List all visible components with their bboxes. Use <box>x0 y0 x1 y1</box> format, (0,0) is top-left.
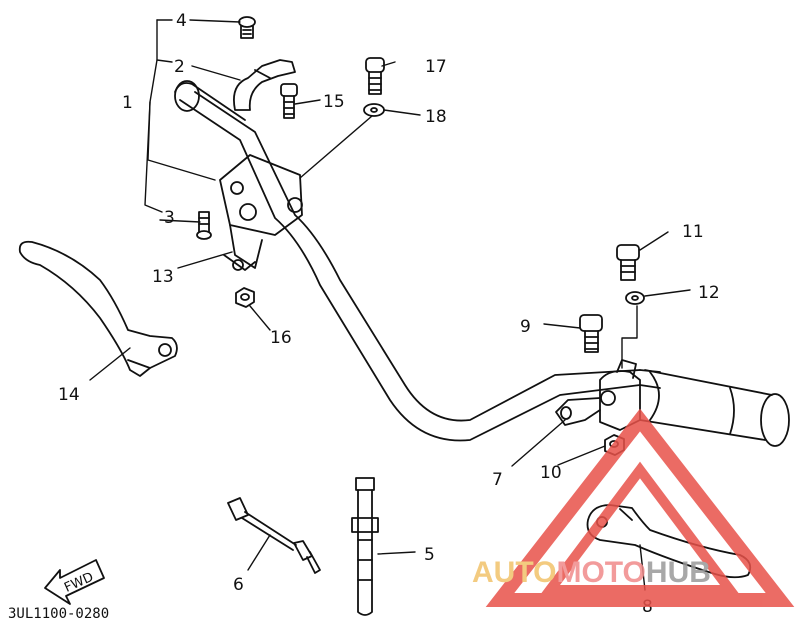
part-number-15: 15 <box>323 92 345 112</box>
part-number-14: 14 <box>58 385 80 405</box>
part-numbers: 4 2 1 3 15 17 18 13 16 14 11 12 9 7 10 5… <box>58 11 720 617</box>
part-number-6: 6 <box>233 575 244 595</box>
diagram-code: 3UL1100-0280 <box>8 606 109 622</box>
clutch-lever-14 <box>18 240 178 377</box>
bolt-11 <box>616 244 640 281</box>
part-number-11: 11 <box>682 222 704 242</box>
washer-18 <box>363 103 385 117</box>
bolt-17 <box>365 57 385 95</box>
watermark-moto: MOTO <box>556 556 645 589</box>
watermark-text: AUTOMOTOHUB <box>472 556 711 589</box>
part-number-1: 1 <box>122 93 133 113</box>
cable-tie-5 <box>351 477 379 616</box>
watermark-triangle-icon <box>485 408 795 607</box>
left-lever-holder <box>219 154 303 271</box>
watermark-auto: AUTO <box>472 556 556 589</box>
part-number-9: 9 <box>520 317 531 337</box>
screw-4 <box>238 16 256 39</box>
bolt-15 <box>280 83 298 119</box>
fwd-arrow <box>44 559 105 605</box>
switch-cable-6 <box>227 497 321 574</box>
watermark-hub: HUB <box>646 556 711 589</box>
part-number-7: 7 <box>492 470 503 490</box>
bolt-9 <box>579 314 603 353</box>
part-number-13: 13 <box>152 267 174 287</box>
nut-16 <box>235 287 255 308</box>
part-number-18: 18 <box>425 107 447 127</box>
part-number-4: 4 <box>176 11 187 31</box>
leader-lines <box>89 19 691 591</box>
handlebar <box>174 80 661 442</box>
brake-lever-holder-7 <box>555 359 641 431</box>
part-number-10: 10 <box>540 463 562 483</box>
washer-12 <box>625 291 645 305</box>
watermark: AUTOMOTOHUB <box>472 408 795 607</box>
part-number-12: 12 <box>698 283 720 303</box>
part-number-16: 16 <box>270 328 292 348</box>
watermark-inner-triangle-icon <box>540 461 740 595</box>
part-number-17: 17 <box>425 57 447 77</box>
clamp-2 <box>233 59 296 111</box>
part-number-3: 3 <box>164 208 175 228</box>
left-grip <box>174 82 246 121</box>
part-number-2: 2 <box>174 57 185 77</box>
part-number-5: 5 <box>424 545 435 565</box>
screw-3 <box>196 211 212 240</box>
right-grip <box>639 369 790 447</box>
